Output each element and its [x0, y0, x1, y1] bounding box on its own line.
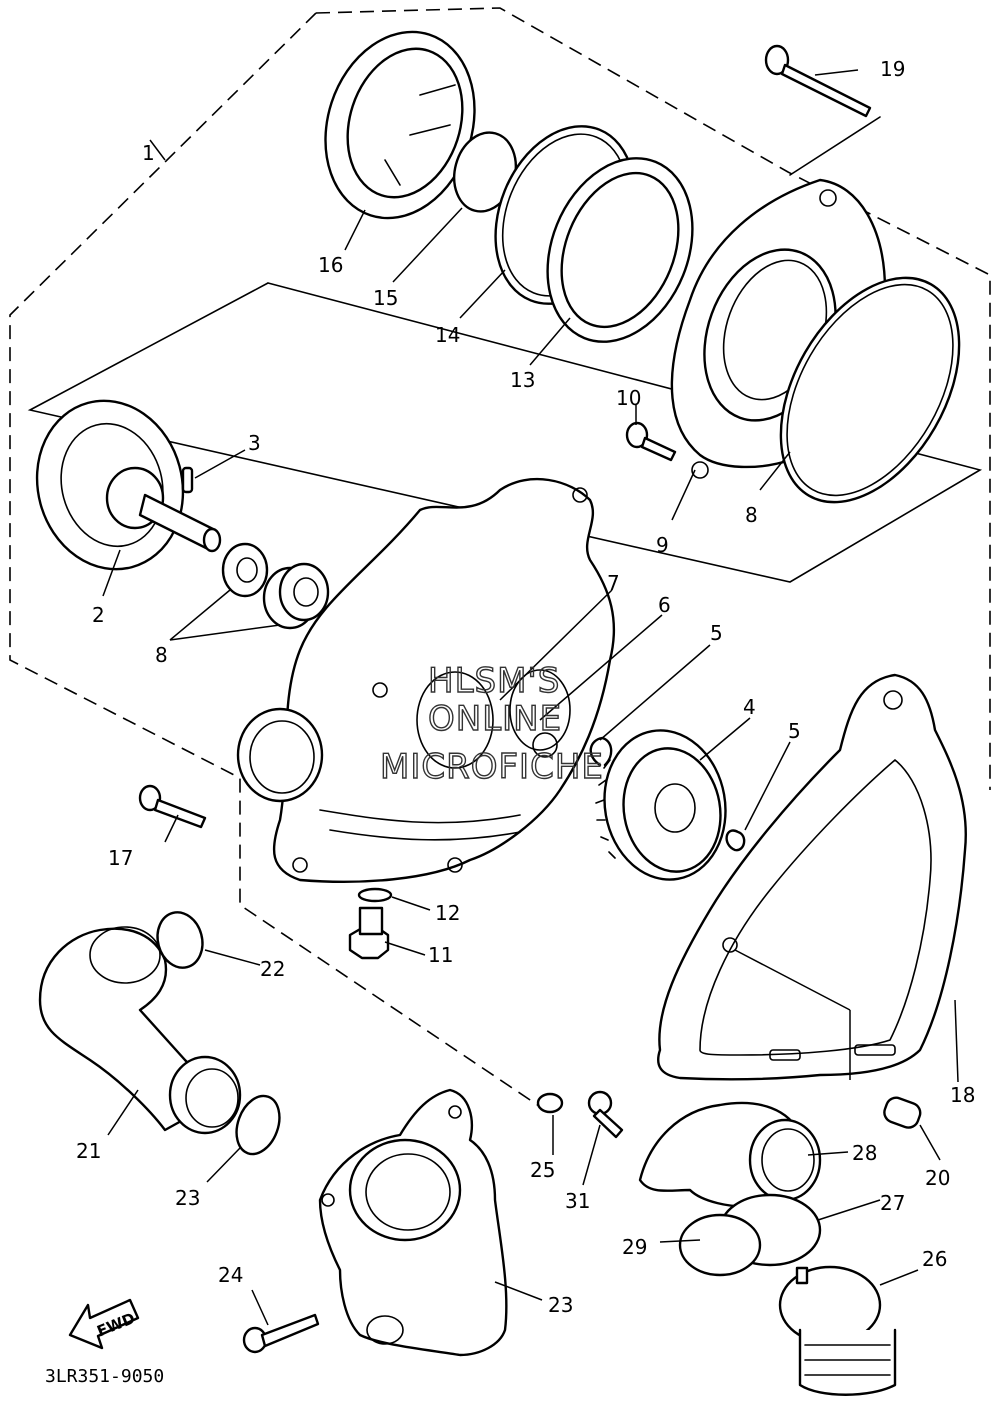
callout-11: 10	[616, 386, 641, 410]
part-30-o-ring	[678, 1213, 762, 1277]
callout-6: 6	[658, 593, 671, 617]
part-21-bolt	[764, 44, 872, 118]
callout-8: 8	[155, 643, 168, 667]
part-8-seals	[221, 542, 330, 630]
callout-15: 14	[435, 323, 460, 347]
part-3-pin	[181, 466, 194, 494]
callout-29: 28	[852, 1141, 877, 1165]
watermark: HLSM'S ONLINE MICROFICHE	[379, 660, 604, 787]
part-31-bolt	[587, 1090, 624, 1139]
callout-14: 13	[510, 368, 535, 392]
part-9-o-ring	[779, 276, 961, 504]
leader-lines	[102, 69, 959, 1326]
part-23-o-ring	[156, 911, 281, 1156]
callout-3: 3	[248, 431, 261, 455]
pump-housing	[236, 477, 616, 883]
part-25-bolt	[242, 1313, 320, 1354]
diagram-code: 3LR351-9050	[45, 1366, 164, 1387]
watermark-line-3: MICROFICHE	[380, 747, 604, 787]
callout-4: 4	[743, 695, 756, 719]
part-20-plug	[883, 1096, 922, 1129]
callout-10: 9	[656, 533, 669, 557]
fwd-arrow-icon: FWD	[68, 1298, 140, 1350]
callout-5a: 5	[710, 621, 723, 645]
part-14-ring	[546, 157, 694, 343]
watermark-line-1: HLSM'S	[428, 661, 560, 701]
callout-27: 26	[922, 1247, 947, 1271]
watermark-line-2: ONLINE	[428, 699, 562, 739]
callout-2: 2	[92, 603, 105, 627]
callout-23a: 22	[260, 957, 285, 981]
callout-24: 23	[548, 1293, 573, 1317]
callout-numbers: 19 1 16 15 14 13 10 8 9 3 2 8 7 6 5 4 5 …	[76, 57, 975, 1317]
callout-25: 24	[218, 1263, 243, 1287]
part-11-bolt	[625, 421, 677, 462]
part-26-cap	[536, 1092, 564, 1114]
callout-7: 7	[607, 571, 620, 595]
part-18-gasket	[657, 673, 967, 1081]
callout-13: 12	[435, 901, 460, 925]
callout-26: 25	[530, 1158, 555, 1182]
callout-23b: 23	[175, 1186, 200, 1210]
callout-19: 17	[108, 846, 133, 870]
callout-28: 27	[880, 1191, 905, 1215]
part-27-thermostat	[778, 1265, 897, 1396]
part-22-pipe	[38, 926, 242, 1135]
part-2-impeller	[35, 399, 222, 571]
part-19-bolt	[138, 784, 207, 829]
callout-16: 15	[373, 286, 398, 310]
callout-18: 18	[950, 1083, 975, 1107]
callout-1: 1	[142, 141, 155, 165]
callout-5b: 5	[788, 719, 801, 743]
callout-17: 16	[318, 253, 343, 277]
callout-12: 11	[428, 943, 453, 967]
callout-31: 31	[565, 1189, 590, 1213]
callout-9: 8	[745, 503, 758, 527]
part-29-outlet	[638, 1101, 822, 1208]
part-12-drain-bolt	[348, 906, 390, 960]
part-17-seal-ring	[324, 30, 476, 220]
callout-21: 19	[880, 57, 905, 81]
callout-20: 20	[925, 1166, 950, 1190]
callout-22: 21	[76, 1139, 101, 1163]
part-24-housing	[318, 1088, 508, 1357]
part-13-washer	[357, 887, 393, 903]
callout-30: 29	[622, 1235, 647, 1259]
part-4-gear	[595, 729, 727, 881]
